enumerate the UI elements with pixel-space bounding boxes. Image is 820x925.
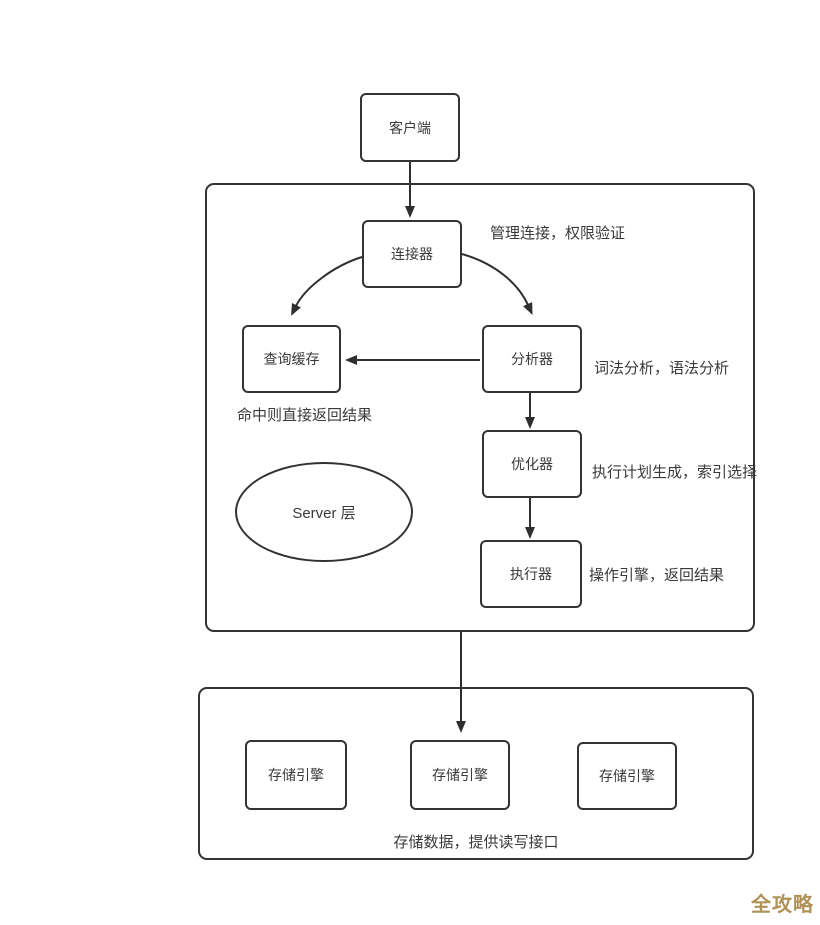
note-executor: 操作引擎，返回结果	[589, 567, 725, 584]
node-client: 客户端	[360, 93, 460, 162]
note-optimizer: 执行计划生成，索引选择	[592, 464, 758, 481]
server-layer-container	[205, 183, 755, 632]
storage-layer-container	[198, 687, 754, 860]
watermark-text: 全攻略	[751, 894, 814, 916]
node-executor: 执行器	[480, 540, 582, 608]
node-storage-engine-1: 存储引擎	[245, 740, 347, 810]
node-storage-engine-3: 存储引擎	[577, 742, 677, 810]
note-connector: 管理连接，权限验证	[490, 225, 626, 242]
note-analyzer: 词法分析，语法分析	[594, 360, 730, 377]
node-optimizer: 优化器	[482, 430, 582, 498]
note-query-cache: 命中则直接返回结果	[237, 407, 373, 424]
node-storage-engine-2: 存储引擎	[410, 740, 510, 810]
node-query-cache: 查询缓存	[242, 325, 341, 393]
node-connector: 连接器	[362, 220, 462, 288]
server-layer-ellipse: Server 层	[235, 462, 413, 562]
note-storage: 存储数据，提供读写接口	[393, 834, 559, 851]
node-analyzer: 分析器	[482, 325, 582, 393]
